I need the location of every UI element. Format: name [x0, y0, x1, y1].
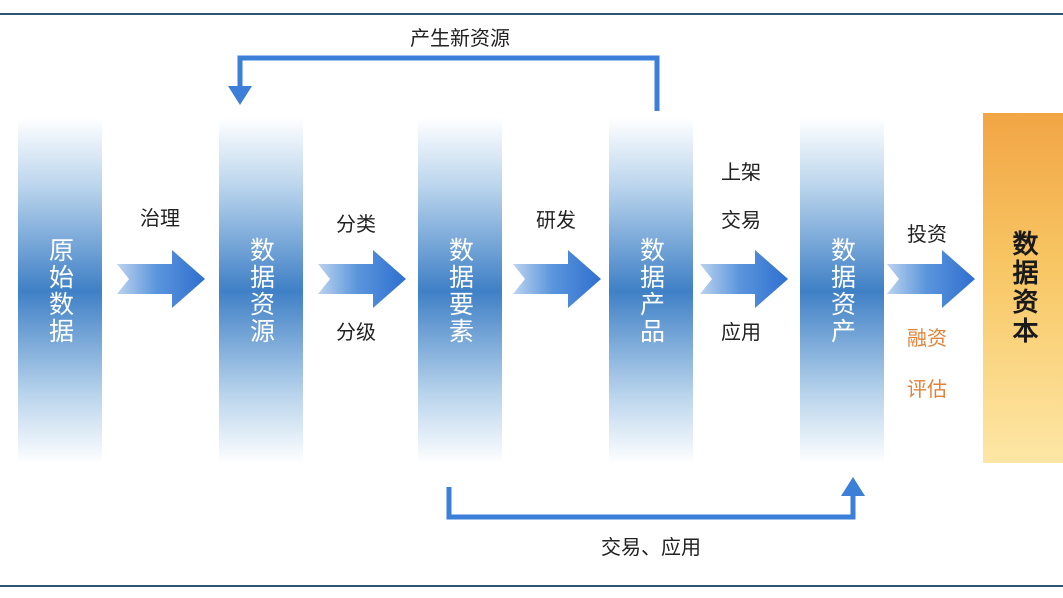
stage-label: 数据资源 — [246, 237, 276, 345]
stage-data-resource: 数据资源 — [219, 118, 303, 464]
arrow-right-5 — [887, 250, 975, 308]
stage-data-capital: 数据资本 — [983, 113, 1063, 463]
label-evaluate: 评估 — [907, 377, 947, 401]
stage-label: 数据产品 — [636, 237, 666, 345]
stage-data-product: 数据产品 — [609, 118, 693, 464]
arrow-right-3 — [513, 250, 601, 308]
label-grade: 分级 — [336, 320, 376, 344]
arrow-right-1 — [117, 250, 205, 308]
label-listing: 上架 — [721, 160, 761, 184]
feedback-top-line — [237, 55, 660, 111]
arrow-right-2 — [318, 250, 406, 308]
label-financing: 融资 — [907, 326, 947, 350]
arrow-right-4 — [700, 250, 788, 308]
feedback-bottom-label: 交易、应用 — [601, 535, 701, 559]
final-stage-label: 数据资本 — [1008, 230, 1038, 346]
label-trade: 交易 — [721, 208, 761, 232]
bottom-rule — [0, 585, 1063, 587]
stage-data-asset: 数据资产 — [800, 118, 884, 464]
feedback-bottom-line — [446, 487, 856, 520]
stage-label: 数据资产 — [827, 237, 857, 345]
feedback-bottom-arrowhead — [841, 477, 865, 496]
stage-label: 数据要素 — [445, 237, 475, 345]
label-invest: 投资 — [907, 222, 947, 246]
stage-label: 原始数据 — [45, 237, 75, 345]
stage-raw-data: 原始数据 — [18, 118, 102, 464]
top-rule — [0, 13, 1063, 15]
label-classify: 分类 — [336, 212, 376, 236]
stage-data-element: 数据要素 — [418, 118, 502, 464]
feedback-top-arrowhead — [228, 86, 252, 105]
feedback-top-label: 产生新资源 — [410, 26, 510, 50]
label-apply: 应用 — [721, 320, 761, 344]
label-govern: 治理 — [140, 206, 180, 230]
label-develop: 研发 — [536, 208, 576, 232]
